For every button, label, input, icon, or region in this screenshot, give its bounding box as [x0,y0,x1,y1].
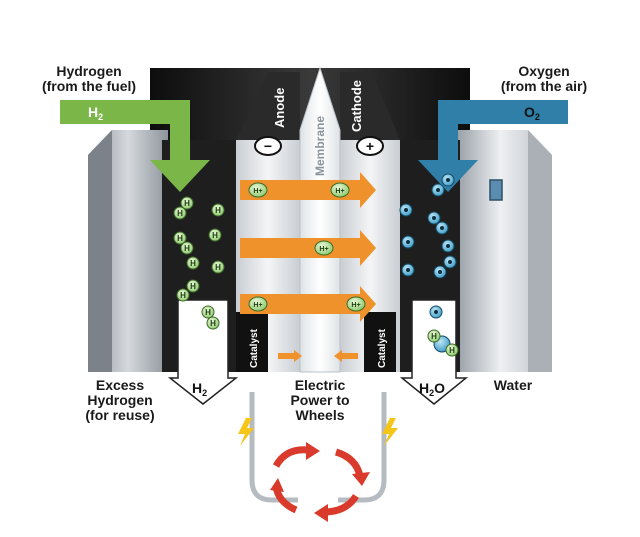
water-exit-arrow [399,299,469,405]
excess-line2: Hydrogen [87,392,153,408]
atom-h: H [210,319,216,328]
proton-label: H+ [351,302,360,309]
electric-power-label: Electric Power to Wheels [270,378,370,423]
proton-label: H+ [319,246,328,253]
atom-h: H [177,209,183,218]
small-orange-arrow-left [278,350,302,362]
atom-h: H [190,259,196,268]
hydrogen-label-line1: Hydrogen [56,63,122,79]
right-end-plate-side [528,130,552,372]
hydrogen-exit-arrow [167,299,239,405]
cycle-arrowheads [270,442,370,522]
h2o-exit-label: H2O [419,380,445,398]
excess-line1: Excess [95,377,145,393]
plus-sign: + [366,138,374,154]
hydrogen-label-line2: (from the fuel) [41,78,137,94]
water-atom-h: H [431,332,437,341]
atom-h: H [212,231,218,240]
small-orange-arrow-right [334,350,358,362]
anode-label: Anode [272,88,287,128]
lightning-bolt-left-icon [238,418,254,446]
atom-h: H [215,263,221,272]
oxygen-atom-centers [404,178,452,314]
cathode-top [340,72,400,140]
atom-h: H [190,282,196,291]
electric-line1: Electric [294,377,346,393]
anode-top [236,72,300,140]
water-atom-h: H [449,346,455,355]
atom-h: H [205,308,211,317]
atom-h: H [215,206,221,215]
excess-line3: (for reuse) [85,407,155,423]
hydrogen-input-arrow [60,100,210,192]
catalyst-right-strip [364,312,396,372]
atom-h: H [184,244,190,253]
h2-exit-label: H2 [192,380,207,398]
minus-sign: − [264,138,272,154]
catalyst-left-label: Catalyst [249,328,260,368]
proton-arrow-3 [240,286,376,322]
electric-line2: Power to [290,392,350,408]
excess-hydrogen-label: Excess Hydrogen (for reuse) [72,378,168,423]
oxygen-source-label: Oxygen (from the air) [474,64,614,94]
oxygen-atoms [399,173,457,319]
h2-input-label: H2 [88,104,103,122]
oxygen-input-arrow [418,100,568,192]
lightning-bolt-right-icon [382,418,398,446]
atom-h: H [180,291,186,300]
membrane-label: Membrane [313,116,327,176]
electric-line3: Wheels [295,407,345,423]
proton-arrow-2 [240,230,376,266]
water-label: Water [493,377,533,393]
proton-label: H+ [253,302,262,309]
proton-label: H+ [253,188,262,195]
atom-h: H [177,234,183,243]
circuit-wire-left [249,392,298,503]
catalyst-left-strip [236,312,268,372]
cycle-arrows-icon [272,446,364,516]
hydrogen-atoms [173,196,225,330]
atom-h: H [184,199,190,208]
water-molecule [427,329,459,357]
hydrogen-source-label: Hydrogen (from the fuel) [22,64,156,94]
membrane [299,66,341,373]
cathode-label: Cathode [349,80,364,132]
oxygen-label-line1: Oxygen [518,63,570,79]
proton-arrow-1 [240,172,376,208]
oxygen-label-line2: (from the air) [500,78,588,94]
proton-label: H+ [335,188,344,195]
right-plate-window [489,179,503,201]
cathode-terminal [356,136,384,156]
catalyst-right-label: Catalyst [377,328,388,368]
proton-badges [248,182,366,312]
circuit-wire-right [338,392,387,503]
o2-input-label: O2 [524,104,540,122]
anode-terminal [254,136,282,156]
left-end-plate-side [88,130,112,372]
